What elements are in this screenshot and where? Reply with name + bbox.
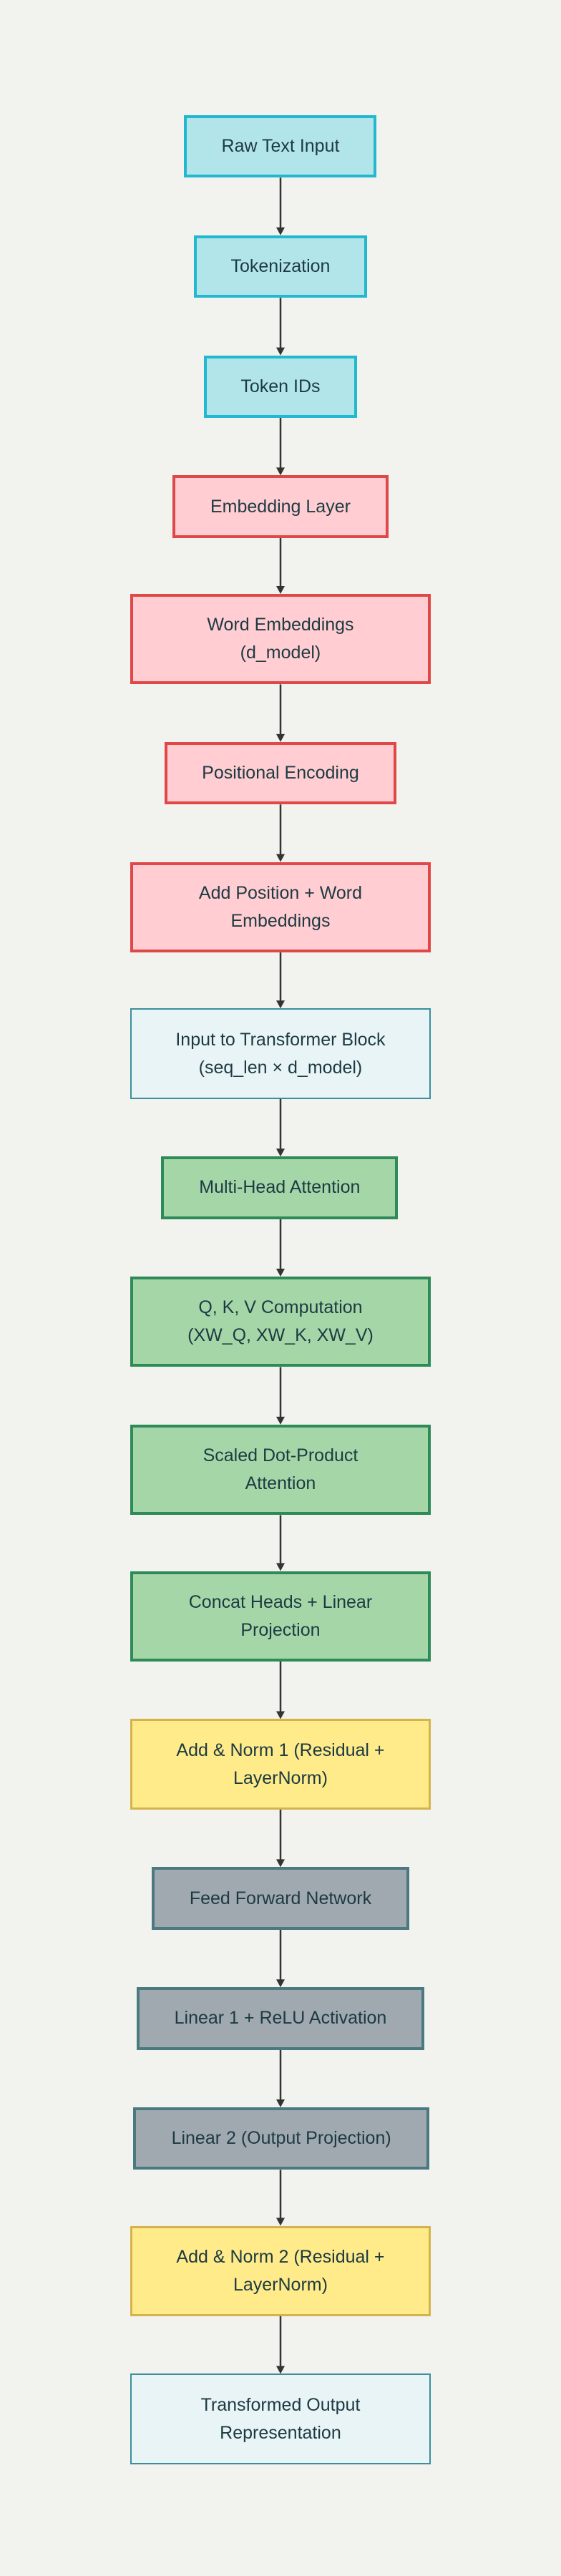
arrow — [276, 1515, 285, 1571]
arrow — [276, 1809, 285, 1868]
arrow — [276, 2170, 285, 2226]
node-multi-head-attention: Multi-Head Attention — [161, 1156, 399, 1219]
arrow — [276, 684, 285, 742]
arrow — [276, 952, 285, 1009]
arrowhead-icon — [276, 1416, 285, 1425]
arrow — [276, 2049, 285, 2108]
node-label: Multi-Head Attention — [199, 1177, 361, 1198]
arrowhead-icon — [276, 1148, 285, 1157]
node-label: Scaled Dot-Product Attention — [203, 1445, 358, 1494]
node-label: Positional Encoding — [202, 763, 359, 784]
node-embedding-layer: Embedding Layer — [172, 475, 389, 538]
node-label: Add & Norm 1 (Residual + LayerNorm) — [176, 1740, 385, 1788]
node-linear-1-relu-activation: Linear 1 + ReLU Activation — [136, 1987, 425, 2050]
arrow — [276, 177, 285, 235]
arrowhead-icon — [276, 585, 285, 594]
node-concat-heads-linear: Concat Heads + Linear Projection — [130, 1571, 431, 1662]
node-label: Add & Norm 2 (Residual + LayerNorm) — [176, 2247, 385, 2295]
arrowhead-icon — [276, 227, 285, 235]
node-q-k-v-computation: Q, K, V Computation (XW_Q, XW_K, XW_V) — [130, 1277, 431, 1367]
node-tokenization: Tokenization — [194, 235, 367, 298]
node-label: Word Embeddings (d_model) — [207, 615, 354, 663]
arrowhead-icon — [276, 347, 285, 356]
node-raw-text-input: Raw Text Input — [184, 114, 377, 178]
arrowhead-icon — [276, 854, 285, 862]
arrowhead-icon — [276, 1859, 285, 1868]
arrowhead-icon — [276, 1000, 285, 1009]
arrowhead-icon — [276, 1979, 285, 1988]
arrow — [276, 1929, 285, 1988]
node-add-position-word: Add Position + Word Embeddings — [130, 862, 431, 953]
node-linear-2-output-projection: Linear 2 (Output Projection) — [133, 2107, 430, 2170]
node-label: Token IDs — [240, 376, 321, 396]
node-label: Q, K, V Computation (XW_Q, XW_K, XW_V) — [187, 1297, 374, 1346]
node-label: Embedding Layer — [210, 496, 351, 517]
arrow — [276, 1661, 285, 1719]
arrowhead-icon — [276, 1563, 285, 1571]
node-add-norm-2-residual: Add & Norm 2 (Residual + LayerNorm) — [130, 2225, 431, 2316]
node-label: Transformed Output Representation — [200, 2394, 361, 2443]
node-label: Concat Heads + Linear Projection — [188, 1592, 373, 1640]
arrowhead-icon — [276, 2099, 285, 2108]
arrowhead-icon — [276, 467, 285, 476]
node-label: Input to Transformer Block (seq_len × d_… — [175, 1029, 386, 1078]
node-word-embeddings: Word Embeddings (d_model) — [130, 593, 431, 685]
arrow — [276, 537, 285, 594]
arrow — [276, 1367, 285, 1425]
node-positional-encoding: Positional Encoding — [164, 741, 397, 805]
node-token-ids: Token IDs — [204, 355, 357, 418]
node-feed-forward-network: Feed Forward Network — [151, 1867, 410, 1930]
arrow — [276, 298, 285, 356]
node-label: Feed Forward Network — [189, 1888, 372, 1908]
arrow — [276, 1098, 285, 1157]
node-label: Raw Text Input — [221, 136, 340, 157]
node-label: Add Position + Word Embeddings — [198, 883, 363, 931]
node-label: Tokenization — [230, 256, 331, 277]
node-input-to-transformer-block: Input to Transformer Block (seq_len × d_… — [130, 1008, 431, 1099]
arrowhead-icon — [276, 1269, 285, 1277]
arrowhead-icon — [276, 2218, 285, 2226]
arrowhead-icon — [276, 1711, 285, 1719]
node-transformed-output: Transformed Output Representation — [130, 2373, 431, 2464]
arrow — [276, 804, 285, 862]
arrowhead-icon — [276, 733, 285, 742]
node-label: Linear 2 (Output Projection) — [171, 2128, 391, 2149]
arrowhead-icon — [276, 2366, 285, 2374]
arrow — [276, 417, 285, 476]
node-label: Linear 1 + ReLU Activation — [174, 2008, 387, 2029]
arrow — [276, 1219, 285, 1277]
arrow — [276, 2316, 285, 2374]
node-add-norm-1-residual: Add & Norm 1 (Residual + LayerNorm) — [130, 1719, 431, 1810]
node-scaled-dot-product: Scaled Dot-Product Attention — [130, 1424, 431, 1516]
